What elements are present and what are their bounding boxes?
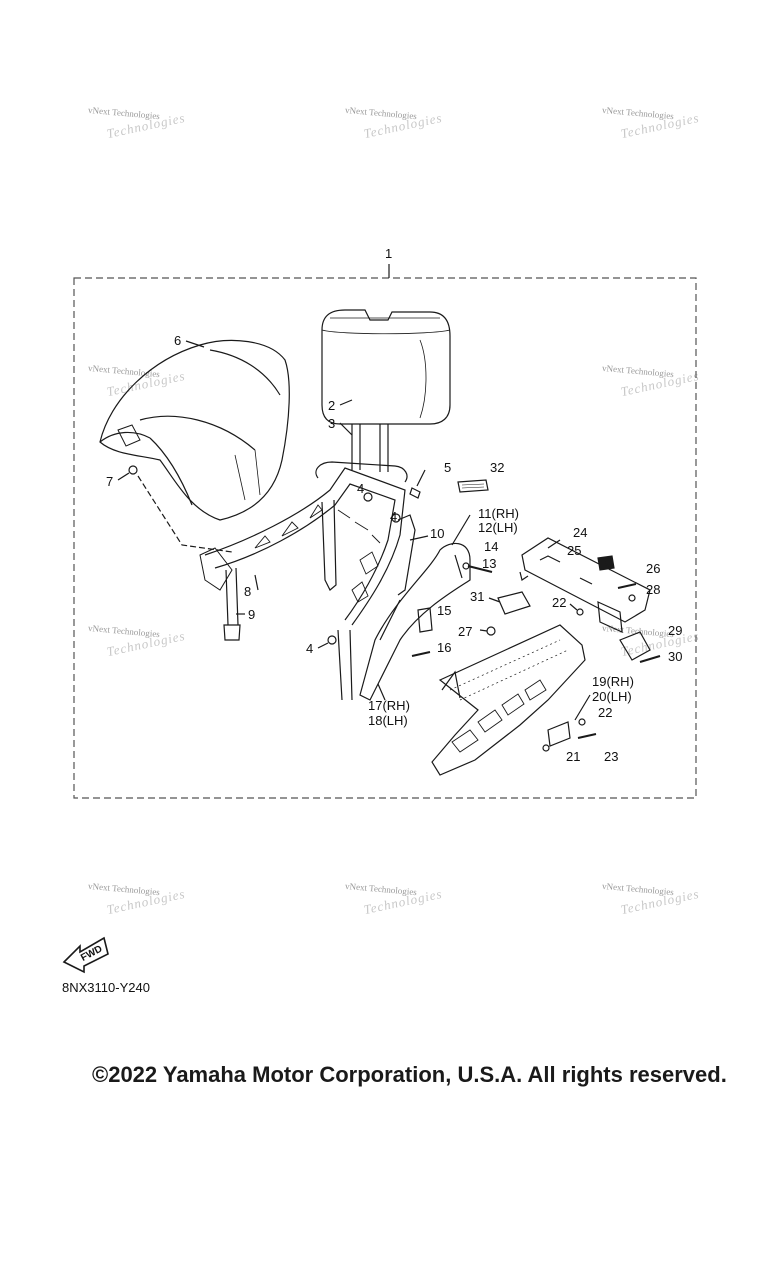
callout-11: 11(RH) [478, 506, 519, 521]
leader-19 [574, 694, 591, 721]
fwd-label: FWD [79, 944, 104, 964]
leader-25 [603, 559, 611, 571]
seat-fastener [128, 465, 138, 475]
bolt [363, 492, 373, 502]
caution-label [457, 479, 489, 493]
leader-6 [185, 340, 205, 348]
callout-2: 2 [328, 398, 335, 413]
washer-14 [462, 562, 470, 570]
screw-21 [542, 744, 550, 752]
hinge-bracket [547, 721, 571, 747]
callout-22: 22 [598, 705, 612, 720]
leader-2 [339, 399, 353, 406]
seat-cushion [99, 339, 290, 521]
nut-22 [576, 608, 584, 616]
drawing-code: 8NX3110-Y240 [62, 980, 150, 995]
leader-31 [488, 597, 501, 603]
seat-mount-line [137, 475, 233, 553]
leader-10 [409, 535, 429, 541]
backrest-pad [321, 309, 451, 425]
bolt-30 [639, 655, 661, 663]
leader-17 [377, 683, 386, 701]
bolt-16 [411, 651, 431, 657]
bolt-26 [617, 583, 637, 589]
leader-7 [117, 472, 130, 481]
callout-6: 6 [174, 333, 181, 348]
leader-27 [479, 629, 488, 632]
bolt [327, 635, 337, 645]
mount-bracket-24 [519, 537, 651, 661]
callout-1: 1 [385, 246, 392, 261]
leader-4c [317, 642, 329, 649]
callout-4: 4 [306, 641, 313, 656]
backrest-stays [351, 424, 389, 472]
callout-5: 5 [444, 460, 451, 475]
leader-11 [451, 514, 471, 546]
callout-22: 22 [552, 595, 566, 610]
callout-30: 30 [668, 649, 682, 664]
callout-19: 19(RH) [592, 674, 634, 689]
callout-17: 17(RH) [368, 698, 410, 713]
callout-18: 18(LH) [368, 713, 408, 728]
callout-14: 14 [484, 539, 498, 554]
callout-9: 9 [248, 607, 255, 622]
leader-5 [416, 469, 426, 487]
side-bracket [359, 514, 471, 701]
callout-29: 29 [668, 623, 682, 638]
callout-4: 4 [357, 481, 364, 496]
bolt-5 [409, 487, 421, 499]
leader-3 [339, 422, 353, 436]
copyright-notice: ©2022 Yamaha Motor Corporation, U.S.A. A… [92, 1062, 727, 1087]
callout-27: 27 [458, 624, 472, 639]
nut-22b [578, 718, 586, 726]
leader-8 [254, 574, 259, 591]
fwd-arrow-icon [62, 936, 109, 974]
callout-10: 10 [430, 526, 444, 541]
leader-22a [569, 603, 578, 611]
callout-28: 28 [646, 582, 660, 597]
nut-28 [628, 594, 636, 602]
callout-8: 8 [244, 584, 251, 599]
carrier-frame [199, 461, 408, 701]
callout-32: 32 [490, 460, 504, 475]
callout-12: 12(LH) [478, 520, 518, 535]
footrest-plate [431, 624, 586, 776]
assembly-boundary [73, 277, 697, 799]
callout-20: 20(LH) [592, 689, 632, 704]
bolt [391, 513, 401, 523]
callout-21: 21 [566, 749, 580, 764]
callout-24: 24 [573, 525, 587, 540]
callout-26: 26 [646, 561, 660, 576]
callout-3: 3 [328, 416, 335, 431]
bolt-13 [467, 565, 493, 573]
callout-23: 23 [604, 749, 618, 764]
leader-24 [547, 539, 561, 549]
callout-16: 16 [437, 640, 451, 655]
callout-31: 31 [470, 589, 484, 604]
bolt-27 [486, 626, 496, 636]
clamp-31 [497, 591, 531, 615]
callout-15: 15 [437, 603, 451, 618]
bolt-23 [577, 733, 597, 739]
callout-4: 4 [390, 509, 397, 524]
callout-13: 13 [482, 556, 496, 571]
callout-7: 7 [106, 474, 113, 489]
callout-25: 25 [567, 543, 581, 558]
